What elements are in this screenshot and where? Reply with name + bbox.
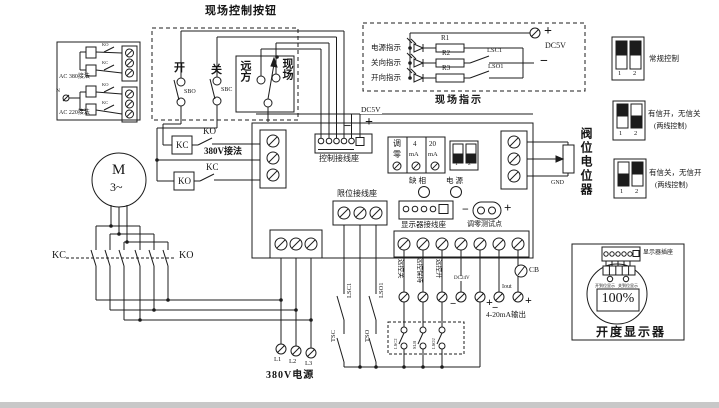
ko-aux-contact-label: KO xyxy=(203,126,216,136)
zero-test-minus-sign: − xyxy=(462,202,469,216)
adj-4ma-label: mA xyxy=(409,151,419,158)
power-380v-caption: 380V电源 xyxy=(266,370,315,381)
dc5v-indication-label: DC5V xyxy=(545,41,566,50)
ac380-label: AC 380接法 xyxy=(59,74,90,80)
ac220-label: AC 220接法 xyxy=(59,110,90,116)
dip2-label: 有信开，无信关 xyxy=(648,109,701,118)
lso1-chain-label: LSO1 xyxy=(378,282,385,298)
zero-test-plus-sign: + xyxy=(504,200,512,215)
indication-minus-sign: − xyxy=(540,54,548,69)
opening-display-caption: 开度显示器 xyxy=(596,325,667,339)
remote-hold-label: 远控保持 xyxy=(416,257,423,283)
motor-m-label: M xyxy=(112,162,126,178)
socket-minus-sign: − xyxy=(344,118,352,133)
l3-terminal-label: L3 xyxy=(305,360,313,367)
board-dip-pin1: 1 xyxy=(455,161,458,167)
dip2-pin1: 1 xyxy=(619,130,623,137)
power-indicator-label: 电源指示 xyxy=(371,43,401,52)
valve-potentiometer-label: 阀位电位器 xyxy=(579,127,593,197)
lsc1-chain-label: LSC1 xyxy=(346,282,353,298)
control-socket-label: 控制接线座 xyxy=(319,154,359,163)
resistor-r1-label: R1 xyxy=(441,34,450,42)
motor-phase-label: 3~ xyxy=(110,180,123,194)
close-indicator-label: 关向指示 xyxy=(371,58,401,67)
neutral-label: N xyxy=(56,88,60,94)
kc-contact-label-2: KC xyxy=(102,100,109,105)
adj-20-label: 20 xyxy=(429,140,436,148)
local-label: 现场 xyxy=(281,58,293,80)
ko-coil-label: KO xyxy=(178,176,191,186)
dip3-pin2: 2 xyxy=(635,188,639,195)
close-in-place-label: 关到位显示 xyxy=(618,283,638,288)
dip3-label: 有信关，无信开 xyxy=(649,168,702,177)
dip2-sublabel: (两线控制) xyxy=(654,122,687,130)
kc-aux-contact-label: KC xyxy=(206,162,219,172)
l1-terminal-label: L1 xyxy=(274,356,282,363)
board-dip-pin2: 2 xyxy=(468,161,471,167)
scan-edge xyxy=(0,402,719,408)
dip3-sublabel: (两线控制) xyxy=(655,181,688,189)
adj-zero-char2: 零 xyxy=(393,150,401,159)
dip2-pin2: 2 xyxy=(634,130,638,137)
display-plug-label: 显示器插座 xyxy=(643,250,674,256)
open-button-label: 开 xyxy=(174,62,185,74)
gnd-label: GND xyxy=(551,180,564,186)
dip1-label: 常规控制 xyxy=(649,54,679,63)
aux-switch1-label: LSC2 xyxy=(393,338,398,349)
ko-contact-label-2: KO xyxy=(102,82,109,87)
dc24v-plus-sign: + xyxy=(486,295,493,309)
sbo-label: SBO xyxy=(184,89,196,95)
kc-contact-label-1: KC xyxy=(102,60,109,65)
limit-socket-label: 限位接线座 xyxy=(337,189,377,198)
adj-zero-char1: 调 xyxy=(393,139,401,148)
contactor-ko-label: KO xyxy=(179,250,194,261)
remote-close-label: 远控关 xyxy=(397,259,404,279)
kc-coil-label: KC xyxy=(176,140,189,150)
dip3-pin1: 1 xyxy=(620,188,624,195)
board-power-label: 电源 xyxy=(446,176,465,185)
resistor-r3-label: R3 xyxy=(442,64,451,72)
remote-open-label: 远控开 xyxy=(435,259,442,279)
dip1-pin1: 1 xyxy=(618,70,622,77)
indication-plus-sign: + xyxy=(544,24,552,39)
zero-test-label: 调零测试点 xyxy=(467,220,502,228)
lsc1-switch-label: LSC1 xyxy=(487,47,503,54)
iout-label: Iout xyxy=(502,284,512,290)
sbc-label: SBC xyxy=(221,87,233,93)
open-in-place-label: 开到位显示 xyxy=(595,283,615,288)
l2-terminal-label: L2 xyxy=(289,358,297,365)
iout-minus-sign: − xyxy=(492,302,499,314)
iout-plus-sign: + xyxy=(525,293,532,307)
tso-chain-label: TSO xyxy=(364,329,371,342)
field-buttons-title: 现场控制按钮 xyxy=(205,5,277,17)
aux-switch2-label: SLB xyxy=(412,340,417,349)
adj-20ma-label: mA xyxy=(428,151,438,158)
ko-contact-label-1: KO xyxy=(102,42,109,47)
socket-plus-sign: + xyxy=(365,115,373,130)
dc5v-rail-label: DC5V xyxy=(360,105,382,114)
opening-value: 100% xyxy=(601,291,635,306)
field-indication-title: 现场指示 xyxy=(435,95,483,106)
close-button-label: 关 xyxy=(211,64,222,76)
remote-label: 远方 xyxy=(239,60,251,82)
wiring-380v-label: 380V接法 xyxy=(204,146,242,156)
phase-loss-label: 缺相 xyxy=(409,176,428,185)
resistor-r2-label: R2 xyxy=(442,49,451,57)
lso1-switch-label: LSO1 xyxy=(488,63,504,70)
dip1-pin2: 2 xyxy=(633,70,637,77)
output-420ma-label: 4-20mA输出 xyxy=(486,310,526,319)
contactor-kc-label: KC xyxy=(52,250,66,261)
adj-4-label: 4 xyxy=(413,140,417,148)
display-socket-label: 显示器接线座 xyxy=(401,220,446,229)
dc24v-minus-sign: − xyxy=(450,298,457,310)
dc24v-label: DC24V xyxy=(453,276,471,281)
open-indicator-label: 开向指示 xyxy=(371,73,401,82)
tsc-chain-label: TSC xyxy=(330,330,337,342)
cb-meter-label: CB xyxy=(529,265,540,274)
aux-switch3-label: LSO2 xyxy=(431,338,436,349)
